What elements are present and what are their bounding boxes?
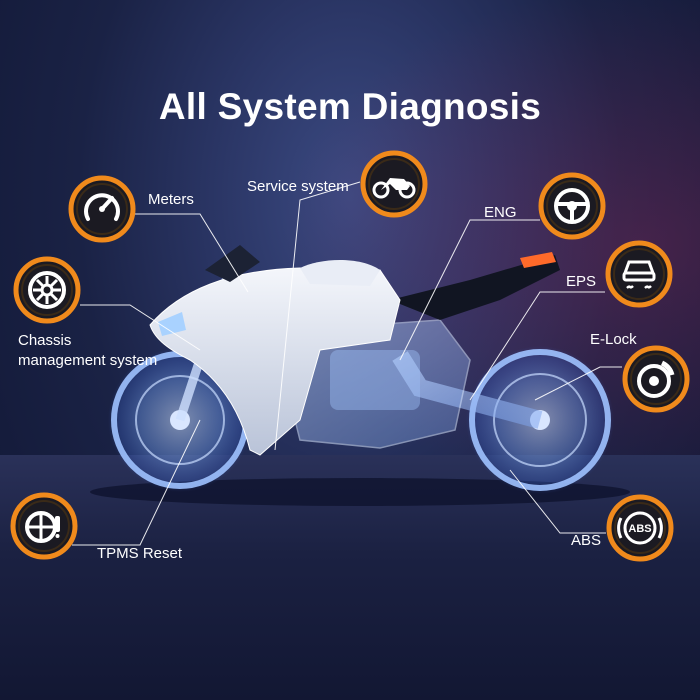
steering-wheel-icon [538,172,606,240]
label-service-system: Service system [247,178,349,195]
label-e-lock: E-Lock [590,331,637,348]
label-meters: Meters [148,191,194,208]
line-eng [399,219,540,361]
gauge-icon [68,175,136,243]
motorcycle-icon [360,150,428,218]
line-meters [132,213,249,293]
label-tpms-reset: TPMS Reset [97,545,183,562]
line-eps [469,291,605,401]
abs-badge-text: ABS [628,523,651,535]
label-chassis-line2: management system [18,352,158,369]
label-eng: ENG [484,204,517,221]
brake-disc-icon [622,345,690,413]
chassis-wheel-icon [13,256,81,324]
abs-icon: ABS [606,494,674,562]
line-tpms [72,419,201,546]
line-e-lock [534,366,622,401]
label-eps: EPS [566,273,597,290]
page-title: All System Diagnosis [158,86,542,127]
stability-control-icon [605,240,673,308]
label-abs: ABS [571,532,602,549]
line-abs [509,469,606,534]
line-chassis [80,304,201,351]
label-chassis-line1: Chassis [18,332,72,349]
tire-pressure-icon [10,492,78,560]
line-service-system [274,181,361,451]
